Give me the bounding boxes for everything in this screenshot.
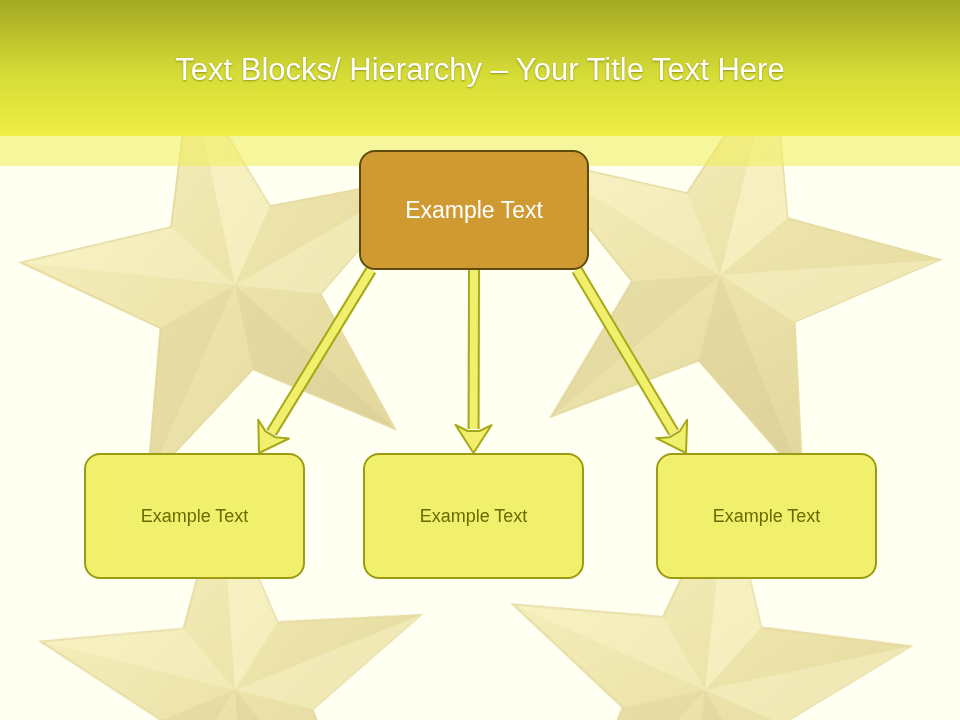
header-band [0,0,960,136]
box-label: Example Text [713,506,821,527]
child-box: Example Text [656,453,877,579]
arrow-head [258,420,289,453]
box-label: Example Text [141,506,249,527]
arrow-head [656,420,687,453]
arrow-shaft [577,270,674,432]
arrow-shaft-outline [468,270,480,429]
arrow-shaft-outline [577,270,674,432]
arrow-head [456,425,492,453]
child-box: Example Text [84,453,305,579]
box-label: Example Text [405,197,543,224]
root-box: Example Text [359,150,589,270]
arrow-shaft [470,270,478,429]
block-arrow [258,270,371,453]
slide-title: Text Blocks/ Hierarchy – Your Title Text… [0,52,960,88]
block-arrow [577,270,687,453]
arrow-shaft [272,270,371,433]
box-label: Example Text [420,506,528,527]
block-arrow [456,270,492,453]
child-box: Example Text [363,453,584,579]
arrow-shaft-outline [272,270,371,433]
